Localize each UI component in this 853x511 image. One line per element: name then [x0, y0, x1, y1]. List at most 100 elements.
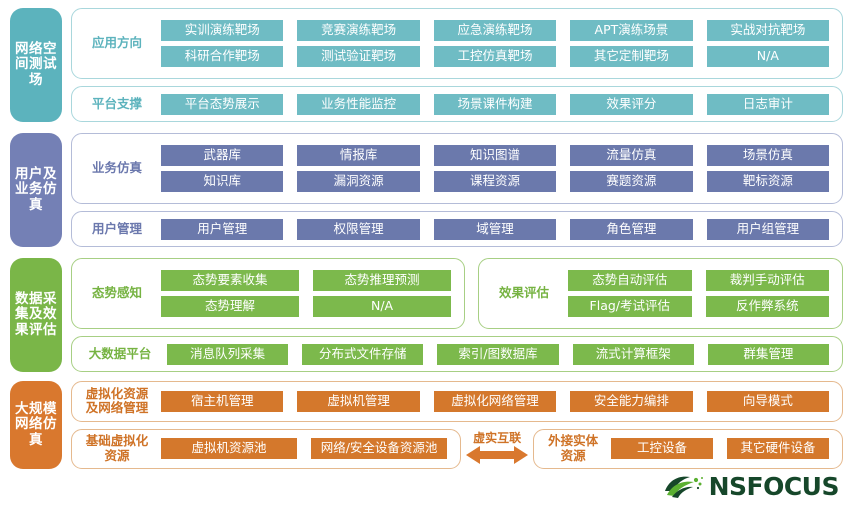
chip-item[interactable]: 虚拟化网络管理 [433, 390, 557, 412]
chip-item[interactable]: 安全能力编排 [570, 390, 693, 412]
chip-item[interactable]: N/A [706, 46, 830, 67]
chip-item[interactable]: 态势自动评估 [568, 270, 692, 291]
chip-item[interactable]: 反作弊系统 [705, 296, 830, 317]
card-base-virtualization-resource[interactable]: 基础虚拟化资源 虚拟机资源池 网络/安全设备资源池 [71, 428, 462, 469]
chip-item[interactable]: 场景课件构建 [433, 93, 557, 115]
card-external-entity-resource[interactable]: 外接实体资源 工控设备 其它硬件设备 [533, 428, 843, 469]
chip-item[interactable]: 用户管理 [161, 218, 284, 240]
chip-row: 科研合作靶场 测试验证靶场 工控仿真靶场 其它定制靶场 N/A [154, 46, 836, 67]
chip-item[interactable]: N/A [313, 296, 452, 317]
chip-item[interactable]: 工控仿真靶场 [433, 46, 557, 67]
connector-virtual-physical-interconnect: 虚实互联 [461, 429, 533, 470]
chip-row: 消息队列采集 分布式文件存储 索引/图数据库 流式计算框架 群集管理 [160, 343, 836, 365]
card-platform-support[interactable]: 平台支撑 平台态势展示 业务性能监控 场景课件构建 效果评分 日志审计 [71, 86, 843, 122]
chip-item[interactable]: 平台态势展示 [161, 93, 284, 115]
card-situation-awareness[interactable]: 态势感知 态势要素收集 态势推理预测 态势理解 N/A [71, 258, 466, 329]
chip-item[interactable]: 流式计算框架 [572, 343, 694, 365]
chip-row: Flag/考试评估 反作弊系统 [561, 296, 836, 317]
chip-row: 实训演练靶场 竞赛演练靶场 应急演练靶场 APT演练场景 实战对抗靶场 [154, 20, 836, 41]
card-title-big-data-platform: 大数据平台 [88, 345, 152, 361]
chip-item[interactable]: 场景仿真 [706, 145, 830, 166]
nsfocus-logo: NSFOCUS [663, 471, 840, 501]
card-title-external-entity-resource: 外接实体资源 [548, 433, 599, 463]
chip-item[interactable]: 消息队列采集 [167, 343, 289, 365]
chip-item[interactable]: 向导模式 [706, 390, 830, 412]
chip-group: 平台态势展示 业务性能监控 场景课件构建 效果评分 日志审计 [154, 93, 836, 115]
chip-item[interactable]: 虚拟机管理 [297, 390, 420, 412]
chip-item[interactable]: 态势理解 [161, 296, 300, 317]
chip-item[interactable]: 应急演练靶场 [433, 20, 557, 41]
band-data-collection-and-effect-evaluation: 数据采集及效果评估 态势感知 态势要素收集 态势推理预测 态势理解 N/A [10, 258, 843, 372]
chip-item[interactable]: 赛题资源 [570, 171, 693, 192]
chip-item[interactable]: Flag/考试评估 [568, 296, 692, 317]
connector-label: 虚实互联 [473, 431, 522, 446]
chip-item[interactable]: 业务性能监控 [297, 93, 420, 115]
card-business-simulation[interactable]: 业务仿真 武器库 情报库 知识图谱 流量仿真 场景仿真 知识库 漏洞资源 课 [71, 133, 843, 204]
chip-group: 态势要素收集 态势推理预测 态势理解 N/A [154, 270, 458, 317]
chip-item[interactable]: 靶标资源 [706, 171, 830, 192]
chip-item[interactable]: 虚拟机资源池 [161, 438, 298, 460]
chip-item[interactable]: 分布式文件存储 [302, 343, 424, 365]
chip-item[interactable]: 其它定制靶场 [570, 46, 693, 67]
chip-item[interactable]: 态势要素收集 [161, 270, 300, 291]
band-rows: 态势感知 态势要素收集 态势推理预测 态势理解 N/A 效果评估 [71, 258, 843, 372]
card-title-situation-awareness: 态势感知 [91, 285, 142, 301]
band-rows: 业务仿真 武器库 情报库 知识图谱 流量仿真 场景仿真 知识库 漏洞资源 课 [71, 133, 843, 247]
chip-item[interactable]: 用户组管理 [706, 218, 830, 240]
chip-item[interactable]: 漏洞资源 [297, 171, 420, 192]
card-title-base-virtualization-resource: 基础虚拟化资源 [85, 433, 149, 463]
chip-item[interactable]: 索引/图数据库 [437, 343, 559, 365]
chip-item[interactable]: 科研合作靶场 [161, 46, 284, 67]
chip-item[interactable]: 实训演练靶场 [161, 20, 284, 41]
chip-item[interactable]: 竞赛演练靶场 [297, 20, 420, 41]
chip-item[interactable]: 流量仿真 [570, 145, 693, 166]
card-title-platform-support: 平台支撑 [91, 95, 142, 111]
chip-row: 平台态势展示 业务性能监控 场景课件构建 效果评分 日志审计 [154, 93, 836, 115]
card-divider-gap [465, 258, 478, 329]
card-title-business-simulation: 业务仿真 [91, 160, 142, 176]
band-cyber-range-test-field: 网络空间测试场 应用方向 实训演练靶场 竞赛演练靶场 应急演练靶场 APT演练场… [10, 8, 843, 122]
chip-group: 武器库 情报库 知识图谱 流量仿真 场景仿真 知识库 漏洞资源 课程资源 赛题资… [154, 145, 836, 192]
chip-item[interactable]: 知识图谱 [433, 145, 557, 166]
row-base-virtualization-and-external-entity: 基础虚拟化资源 虚拟机资源池 网络/安全设备资源池 虚实互联 [71, 428, 843, 470]
chip-item[interactable]: APT演练场景 [570, 20, 693, 41]
card-title-user-management: 用户管理 [91, 220, 142, 236]
chip-item[interactable]: 其它硬件设备 [727, 438, 830, 460]
chip-row: 工控设备 其它硬件设备 [604, 438, 836, 460]
chip-row: 态势理解 N/A [154, 296, 458, 317]
band-rows: 虚拟化资源及网络管理 宿主机管理 虚拟机管理 虚拟化网络管理 安全能力编排 向导… [71, 381, 843, 469]
chip-group: 工控设备 其它硬件设备 [604, 438, 836, 460]
row-business-simulation: 业务仿真 武器库 情报库 知识图谱 流量仿真 场景仿真 知识库 漏洞资源 课 [71, 133, 843, 204]
chip-item[interactable]: 武器库 [161, 145, 284, 166]
card-virtualized-resource-and-network-management[interactable]: 虚拟化资源及网络管理 宿主机管理 虚拟机管理 虚拟化网络管理 安全能力编排 向导… [71, 381, 843, 422]
chip-item[interactable]: 实战对抗靶场 [706, 20, 830, 41]
card-application-direction[interactable]: 应用方向 实训演练靶场 竞赛演练靶场 应急演练靶场 APT演练场景 实战对抗靶场… [71, 8, 843, 79]
card-big-data-platform[interactable]: 大数据平台 消息队列采集 分布式文件存储 索引/图数据库 流式计算框架 群集管理 [71, 336, 843, 372]
band-rows: 应用方向 实训演练靶场 竞赛演练靶场 应急演练靶场 APT演练场景 实战对抗靶场… [71, 8, 843, 122]
card-effect-evaluation[interactable]: 效果评估 态势自动评估 裁判手动评估 Flag/考试评估 反作弊系统 [478, 258, 843, 329]
chip-item[interactable]: 裁判手动评估 [705, 270, 830, 291]
chip-item[interactable]: 态势推理预测 [313, 270, 452, 291]
card-user-management[interactable]: 用户管理 用户管理 权限管理 域管理 角色管理 用户组管理 [71, 211, 843, 247]
chip-group: 虚拟机资源池 网络/安全设备资源池 [154, 438, 454, 460]
chip-item[interactable]: 效果评分 [570, 93, 693, 115]
chip-item[interactable]: 工控设备 [611, 438, 714, 460]
chip-item[interactable]: 情报库 [297, 145, 420, 166]
chip-item[interactable]: 域管理 [433, 218, 557, 240]
row-user-management: 用户管理 用户管理 权限管理 域管理 角色管理 用户组管理 [71, 211, 843, 247]
chip-item[interactable]: 日志审计 [706, 93, 830, 115]
chip-item[interactable]: 群集管理 [707, 343, 830, 365]
chip-item[interactable]: 网络/安全设备资源池 [311, 438, 448, 460]
row-platform-support: 平台支撑 平台态势展示 业务性能监控 场景课件构建 效果评分 日志审计 [71, 86, 843, 122]
row-situation-awareness-and-effect-evaluation: 态势感知 态势要素收集 态势推理预测 态势理解 N/A 效果评估 [71, 258, 843, 329]
chip-row: 态势自动评估 裁判手动评估 [561, 270, 836, 291]
chip-item[interactable]: 课程资源 [433, 171, 557, 192]
chip-item[interactable]: 权限管理 [297, 218, 420, 240]
chip-item[interactable]: 角色管理 [570, 218, 693, 240]
chip-row: 知识库 漏洞资源 课程资源 赛题资源 靶标资源 [154, 171, 836, 192]
chip-item[interactable]: 测试验证靶场 [297, 46, 420, 67]
chip-item[interactable]: 宿主机管理 [161, 390, 284, 412]
band-label-user-and-business-simulation: 用户及业务仿真 [10, 133, 62, 247]
chip-group: 宿主机管理 虚拟机管理 虚拟化网络管理 安全能力编排 向导模式 [154, 390, 836, 412]
chip-item[interactable]: 知识库 [161, 171, 284, 192]
